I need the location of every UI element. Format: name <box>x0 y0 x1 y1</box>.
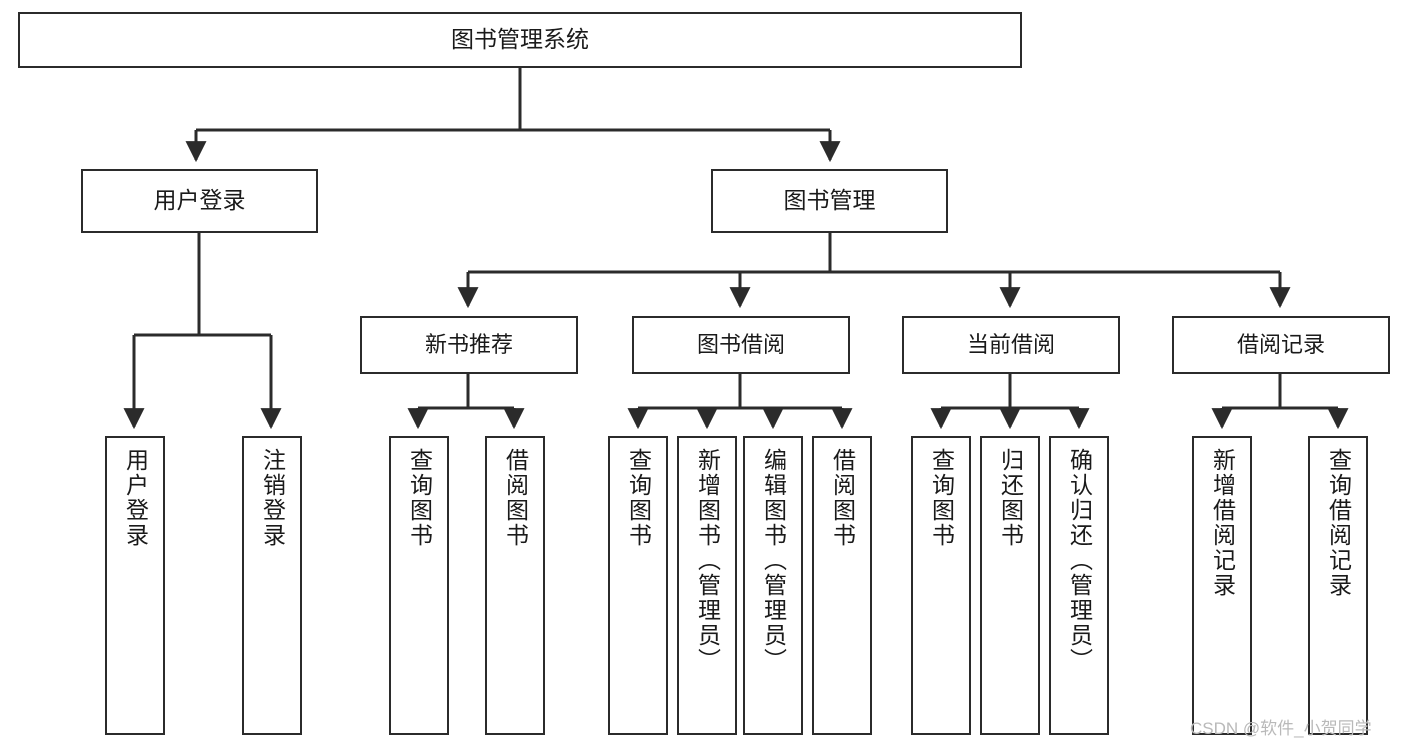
node-label: 图书管理 <box>783 187 876 214</box>
node-label: 用户登录 <box>153 187 246 214</box>
csdn-watermark: CSDN @软件_小贺同学 <box>1190 719 1372 738</box>
node-current-borrow[interactable]: 当前借阅 <box>902 316 1120 374</box>
node-label: 用户登录 <box>122 448 149 548</box>
leaf-record-query-record[interactable]: 查询借阅记录 <box>1308 436 1368 735</box>
node-label: 归还图书 <box>997 448 1024 548</box>
node-label: 新增借阅记录 <box>1209 448 1236 598</box>
node-label: 借阅记录 <box>1236 332 1325 358</box>
node-label: 查询图书 <box>406 448 433 548</box>
leaf-recommend-borrow-book[interactable]: 借阅图书 <box>485 436 545 735</box>
node-label: 新书推荐 <box>424 332 513 358</box>
node-new-book-recommend[interactable]: 新书推荐 <box>360 316 578 374</box>
leaf-recommend-query-book[interactable]: 查询图书 <box>389 436 449 735</box>
node-label: 借阅图书 <box>829 448 856 548</box>
leaf-current-return-book[interactable]: 归还图书 <box>980 436 1040 735</box>
node-label: 查询借阅记录 <box>1325 448 1352 598</box>
leaf-borrow-edit-book-admin[interactable]: 编辑图书（管理员） <box>743 436 803 735</box>
node-label: 图书借阅 <box>696 332 785 358</box>
leaf-user-login-logout[interactable]: 注销登录 <box>242 436 302 735</box>
leaf-user-login-login[interactable]: 用户登录 <box>105 436 165 735</box>
leaf-borrow-borrow-book[interactable]: 借阅图书 <box>812 436 872 735</box>
node-label: 新增图书（管理员） <box>694 448 721 673</box>
node-label: 当前借阅 <box>966 332 1055 358</box>
node-label: 编辑图书（管理员） <box>760 448 787 673</box>
node-label: 查询图书 <box>928 448 955 548</box>
leaf-record-add-record[interactable]: 新增借阅记录 <box>1192 436 1252 735</box>
node-book-borrow[interactable]: 图书借阅 <box>632 316 850 374</box>
leaf-current-query-book[interactable]: 查询图书 <box>911 436 971 735</box>
node-borrow-record[interactable]: 借阅记录 <box>1172 316 1390 374</box>
node-user-login[interactable]: 用户登录 <box>81 169 318 233</box>
node-label: 查询图书 <box>625 448 652 548</box>
node-root-system[interactable]: 图书管理系统 <box>18 12 1022 68</box>
leaf-borrow-add-book-admin[interactable]: 新增图书（管理员） <box>677 436 737 735</box>
leaf-borrow-query-book[interactable]: 查询图书 <box>608 436 668 735</box>
leaf-current-confirm-return-admin[interactable]: 确认归还（管理员） <box>1049 436 1109 735</box>
node-label: 注销登录 <box>259 448 286 548</box>
node-label: 确认归还（管理员） <box>1066 448 1093 673</box>
node-label: 借阅图书 <box>502 448 529 548</box>
node-label: 图书管理系统 <box>451 26 589 53</box>
node-book-management[interactable]: 图书管理 <box>711 169 948 233</box>
